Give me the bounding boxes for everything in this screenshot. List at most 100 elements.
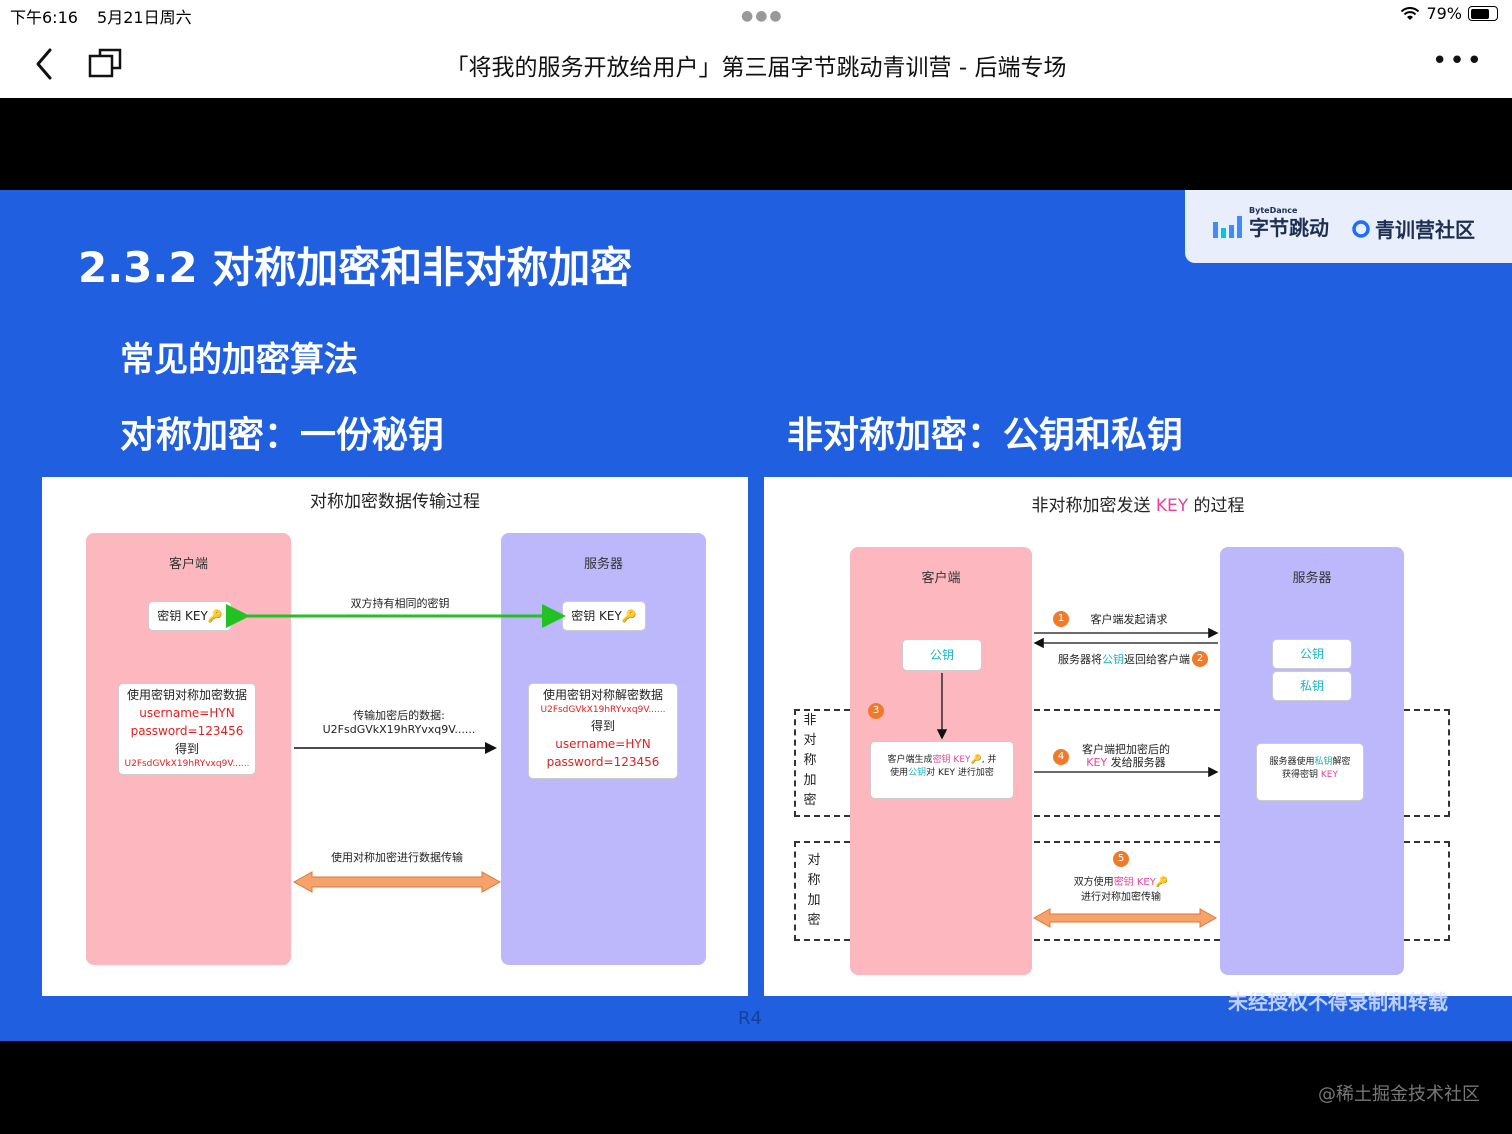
asym-char: 对 [803, 733, 817, 748]
step-5-badge: 5 [1113, 851, 1129, 867]
status-time: 下午6:16 [10, 8, 78, 27]
asymmetric-zone [794, 709, 1450, 817]
battery-percent: 79% [1426, 4, 1462, 23]
step4-a: 客户端把加密后的 [1082, 743, 1170, 756]
decrypt-line-4: username=HYN [555, 737, 651, 751]
decrypt-line-1: 使用密钥对称解密数据 [542, 688, 663, 702]
client-generate-key-box: 客户端生成密钥 KEY🔑, 并 使用公钥对 KEY 进行加密 [870, 741, 1014, 799]
symmetric-vertical-label: 对称加密 [804, 851, 824, 931]
step5-c: 🔑 [1155, 877, 1169, 888]
wifi-icon [1401, 6, 1420, 20]
window-icon[interactable] [86, 46, 126, 80]
gen-c: 🔑, 并 [970, 755, 997, 765]
top-bar: 下午6:16 5月21日周六 ●●● 79% 「将我的服务开放给用户」第三届字节… [0, 0, 1512, 98]
slide: ByteDance 字节跳动 青训营社区 2.3.2 对称加密和非对称加密 常见… [0, 190, 1512, 1041]
srv-b: 私钥 [1314, 757, 1333, 767]
step-2-badge: 2 [1192, 651, 1208, 667]
battery-icon [1468, 6, 1498, 21]
step2-c: 返回给客户端 [1124, 653, 1190, 666]
step4-b: KEY [1086, 756, 1108, 769]
sym-char: 对 [807, 853, 821, 868]
slide-title: 2.3.2 对称加密和非对称加密 [78, 243, 633, 292]
symmetric-arrows [226, 604, 566, 893]
step-5-double-arrow [1032, 908, 1218, 928]
client-label: 客户端 [168, 557, 208, 572]
client-key-box: 密钥 KEY🔑 [148, 601, 232, 631]
asymmetric-vertical-label: 非对称加密 [800, 711, 820, 811]
symmetric-zone [794, 841, 1450, 941]
asym-server-label: 服务器 [1292, 571, 1332, 586]
asym-title-b: 的过程 [1188, 496, 1245, 516]
slide-subtitle-symmetric: 对称加密：一份秘钥 [120, 415, 445, 456]
step-4-label: 客户端把加密后的 KEY 发给服务器 [1076, 743, 1176, 769]
sym-char: 称 [807, 873, 821, 888]
srv-e: KEY [1320, 770, 1338, 780]
encrypt-line-5: U2FsdGVkX19hRYvxq9V...... [124, 759, 250, 769]
sym-transfer-double-arrow [292, 871, 502, 893]
encrypt-line-3: password=123456 [130, 724, 244, 738]
qingxun-circle-icon [1352, 219, 1370, 238]
logo-box: ByteDance 字节跳动 青训营社区 [1185, 190, 1512, 263]
asym-char: 加 [803, 773, 817, 788]
bytedance-logo: ByteDance 字节跳动 [1213, 206, 1329, 241]
bytedance-text: 字节跳动 [1249, 216, 1329, 240]
srv-c: 解密 [1332, 757, 1351, 767]
step2-b: 公钥 [1102, 653, 1124, 666]
gen-f: 对 KEY 进行加密 [926, 768, 994, 778]
sym-char: 加 [807, 893, 821, 908]
srv-a: 服务器使用 [1269, 757, 1315, 767]
page-title: 「将我的服务开放给用户」第三届字节跳动青训营 - 后端专场 [445, 55, 1067, 81]
step-5-label: 双方使用密钥 KEY🔑 进行对称加密传输 [1056, 875, 1186, 905]
srv-d: 获得密钥 [1282, 770, 1321, 780]
slide-subtitle-asymmetric: 非对称加密：公钥和私钥 [787, 415, 1184, 456]
symmetric-diagram-title: 对称加密数据传输过程 [310, 492, 480, 512]
step-4-badge: 4 [1053, 749, 1069, 765]
step5-a: 双方使用 [1073, 877, 1114, 888]
qingxun-logo: 青训营社区 [1351, 214, 1475, 243]
decrypt-line-3: 得到 [590, 719, 615, 733]
step-3-badge: 3 [868, 703, 884, 719]
asymmetric-diagram-title: 非对称加密发送 KEY 的过程 [764, 491, 1512, 516]
encrypt-line-1: 使用密钥对称加密数据 [126, 688, 247, 702]
step-2-label: 服务器将公钥返回给客户端 [1054, 653, 1194, 666]
decrypt-line-5: password=123456 [546, 755, 660, 769]
encrypt-line-4: 得到 [174, 742, 199, 756]
server-private-key-box: 私钥 [1272, 671, 1352, 701]
gen-b: 密钥 KEY [932, 755, 971, 765]
asymmetric-arrows [936, 627, 1219, 928]
slide-page-number: R4 [738, 1008, 762, 1029]
step5-b: 密钥 KEY [1113, 877, 1156, 888]
asymmetric-diagram: 非对称加密发送 KEY 的过程 非对称加密 对称加密 客户端 服务器 公钥 公钥… [764, 477, 1512, 996]
asym-client-label: 客户端 [921, 571, 961, 586]
encrypt-box: 使用密钥对称加密数据 username=HYN password=123456 … [118, 683, 256, 775]
gen-e: 公钥 [908, 768, 927, 778]
sym-char: 密 [807, 913, 821, 928]
step2-a: 服务器将 [1058, 653, 1102, 666]
asym-char: 密 [803, 793, 817, 808]
step-1-badge: 1 [1053, 611, 1069, 627]
asym-char: 非 [803, 713, 817, 728]
qingxun-text: 青训营社区 [1375, 218, 1475, 242]
server-public-key-box: 公钥 [1272, 639, 1352, 669]
step5-d: 进行对称加密传输 [1081, 892, 1161, 903]
more-options-button[interactable]: ••• [1431, 46, 1484, 76]
multitask-dots-icon[interactable]: ●●● [741, 8, 784, 24]
encrypt-line-2: username=HYN [139, 706, 235, 720]
gen-a: 客户端生成 [887, 755, 933, 765]
step-1-label: 客户端发起请求 [1090, 613, 1168, 626]
slide-watermark: 未经授权不得录制和转载 [1228, 990, 1448, 1014]
bottom-transfer-label: 使用对称加密进行数据传输 [331, 851, 463, 864]
client-public-key-box: 公钥 [902, 639, 982, 671]
bytedance-bars-icon [1213, 215, 1242, 238]
back-button[interactable] [28, 44, 64, 84]
decrypt-line-2: U2FsdGVkX19hRYvxq9V...... [540, 705, 666, 715]
status-right: 79% [1400, 4, 1498, 23]
asym-title-a: 非对称加密发送 [1031, 496, 1156, 516]
decrypt-box: 使用密钥对称解密数据 U2FsdGVkX19hRYvxq9V...... 得到 … [528, 683, 678, 779]
step4-c: 发给服务器 [1107, 756, 1166, 769]
transfer-label-1: 传输加密后的数据: [353, 709, 445, 722]
status-bar: 下午6:16 5月21日周六 [10, 4, 206, 28]
server-decrypt-box: 服务器使用私钥解密 获得密钥 KEY [1256, 743, 1364, 801]
bytedance-small-text: ByteDance [1249, 206, 1298, 215]
asym-char: 称 [803, 753, 817, 768]
